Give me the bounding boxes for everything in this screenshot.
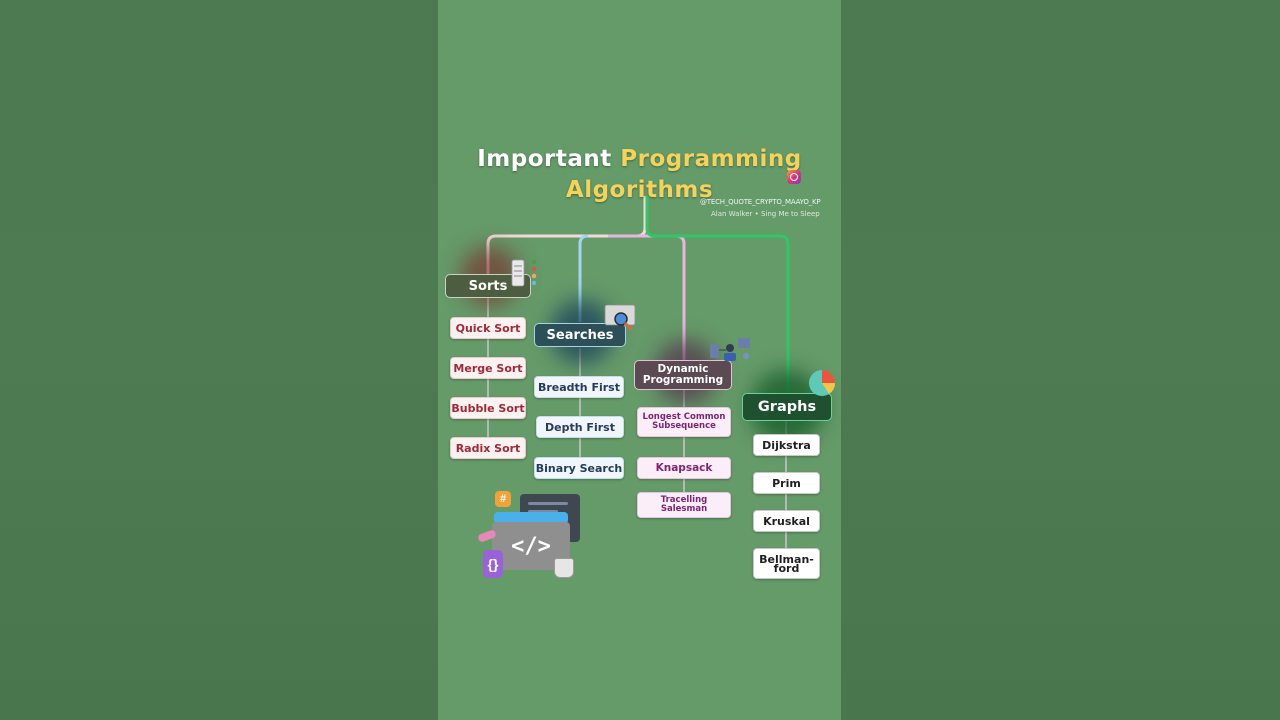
title-word-important: Important [477,146,612,172]
category-graphs-label: Graphs [757,398,817,415]
right-blur-background [841,0,1280,720]
graphs-item: Dijkstra [753,434,820,456]
sorts-item: Radix Sort [450,437,526,459]
title-word-programming: Programming [620,146,802,172]
magnifier-icon [604,304,636,332]
left-blur-background [0,0,438,720]
dp-item: Knapsack [637,457,731,479]
sorts-item: Bubble Sort [450,397,526,419]
category-dynamic-programming: Dynamic Programming [634,360,732,390]
hash-icon: # [495,491,511,507]
code-window-icon: </> # {} [477,488,588,583]
category-searches-label: Searches [546,327,614,343]
graphs-item: Prim [753,472,820,494]
graphs-branch-line [645,196,790,393]
searches-item: Depth First [536,416,624,438]
video-panel: Important Programming Algorithms @TECH_Q… [438,0,841,720]
code-window-tab [494,512,568,524]
braces-icon: {} [483,550,503,578]
dp-item: Tracelling Salesman [637,492,731,518]
title-line-1: Important Programming [438,146,841,172]
sorts-item: Quick Sort [450,317,526,339]
category-dp-label: Dynamic Programming [642,363,724,386]
category-searches: Searches [534,323,626,347]
searches-branch-line [578,234,589,322]
pie-chart-icon [809,370,836,396]
mug-icon [554,558,574,578]
category-graphs: Graphs [742,393,832,421]
graphs-item: Bellman-ford [753,548,820,579]
instagram-icon [787,170,801,184]
graphs-item: Kruskal [753,510,820,532]
server-rack-icon [511,259,537,287]
category-sorts-label: Sorts [468,278,508,294]
dp-item: Longest Common Subsequence [637,407,731,437]
sorts-item: Merge Sort [450,357,526,379]
network-people-icon [710,338,750,361]
title-line-2: Algorithms [565,177,714,203]
music-credit: Alan Walker • Sing Me to Sleep [711,210,820,218]
watermark-handle: @TECH_QUOTE_CRYPTO_MAAYO_KP [700,198,821,206]
sorts-branch-line [486,196,647,274]
searches-item: Binary Search [534,457,624,479]
searches-item: Breadth First [534,376,624,398]
